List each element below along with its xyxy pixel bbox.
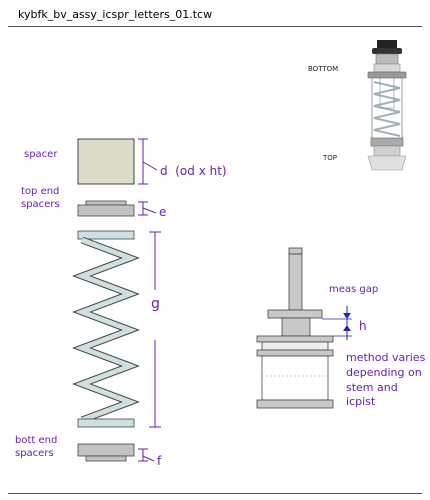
e-dimension-bracket: [138, 201, 157, 216]
f-dimension-bracket: [138, 448, 155, 462]
assembly-photo: [367, 40, 407, 171]
photo-top-label: TOP: [323, 154, 338, 162]
method-label-line2: depending on: [346, 366, 422, 379]
method-label-line1: method varies: [346, 351, 426, 364]
d-dimension-bracket: [138, 138, 158, 185]
spacer-label: spacer: [24, 149, 58, 160]
spring: [72, 230, 140, 428]
photo-bottom-label: BOTTOM: [308, 65, 339, 73]
bottom-divider: [8, 493, 422, 494]
e-dimension-label: e: [159, 205, 167, 219]
h-dimension-label: h: [359, 319, 367, 333]
f-dimension-label: f: [157, 454, 162, 468]
top-end-spacer-plate: [77, 200, 135, 217]
top-end-spacers-label-line2: spacers: [21, 199, 60, 210]
file-title: kybfk_bv_assy_icspr_letters_01.tcw: [18, 8, 213, 21]
h-gap-arrow: [322, 306, 352, 340]
g-dimension-bracket: [149, 231, 161, 428]
g-dimension-label: g: [151, 296, 160, 312]
bott-end-spacers-label-line1: bott end: [15, 435, 58, 446]
top-divider: [8, 26, 422, 27]
d-dimension-label: d (od x ht): [160, 164, 227, 178]
stem-piston-assembly: [256, 247, 334, 409]
spacer-block: [77, 138, 135, 185]
top-end-spacers-label-line1: top end: [21, 186, 60, 197]
bott-end-spacers-label-line2: spacers: [15, 448, 54, 459]
bottom-end-spacer-plate: [77, 443, 135, 462]
meas-gap-label: meas gap: [329, 284, 379, 295]
method-label-line3: stem and icpist: [346, 381, 398, 408]
